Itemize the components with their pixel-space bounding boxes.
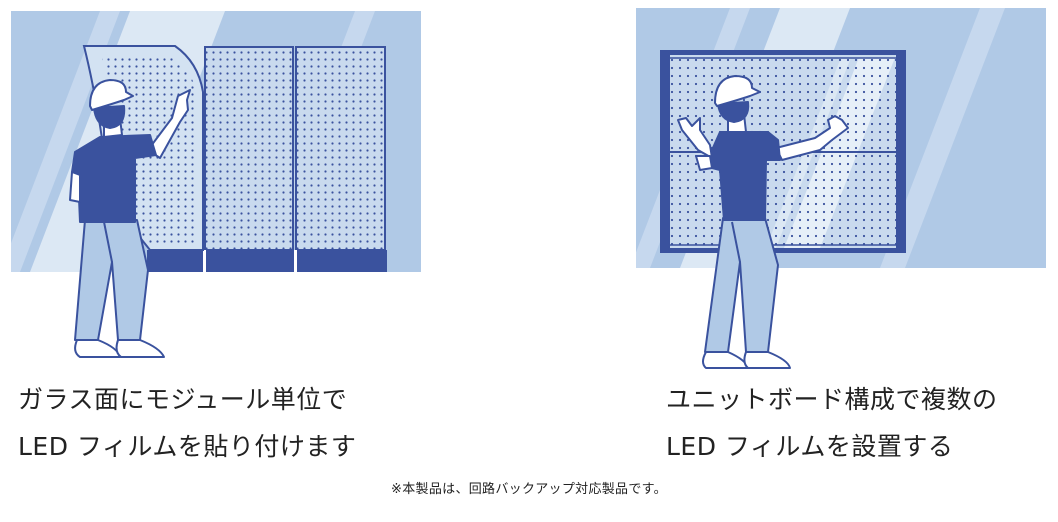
left-caption-line-1: ガラス面にモジュール単位で bbox=[18, 385, 348, 414]
film-application-illustration bbox=[11, 11, 421, 358]
footnote: ※本製品は、回路バックアップ対応製品です。 bbox=[391, 482, 667, 497]
right-illustration bbox=[620, 0, 1058, 370]
right-caption-line-2: LED フィルムを設置する bbox=[666, 432, 954, 461]
left-caption-line-2: LED フィルムを貼り付けます bbox=[18, 432, 357, 461]
led-base-strip bbox=[147, 250, 387, 272]
worker-figure bbox=[69, 79, 191, 358]
unit-board-installation-illustration bbox=[636, 8, 1046, 369]
left-illustration bbox=[0, 0, 430, 370]
worker-figure bbox=[677, 75, 849, 369]
right-caption-line-1: ユニットボード構成で複数の bbox=[666, 385, 998, 414]
